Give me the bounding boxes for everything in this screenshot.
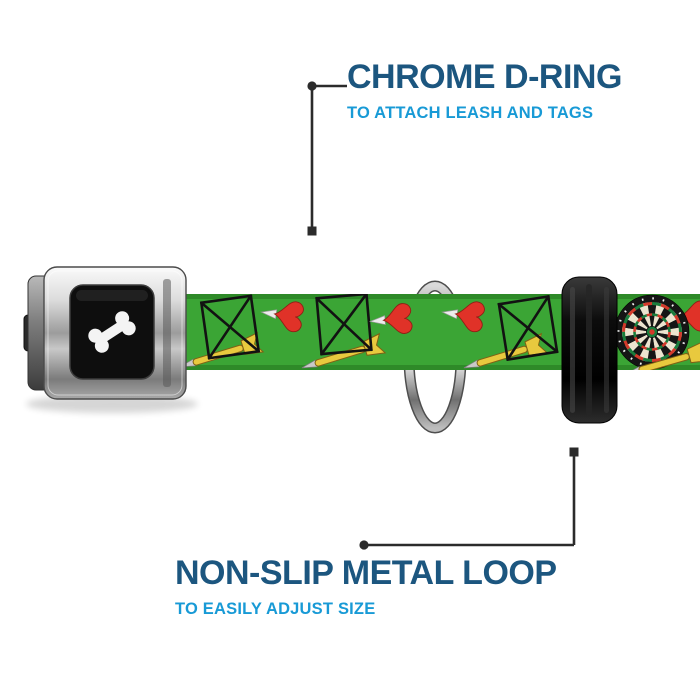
callout-title-loop: NON-SLIP METAL LOOP — [175, 554, 557, 592]
callout-title-dring: CHROME D-RING — [347, 58, 622, 96]
callout-subtitle-dring: TO ATTACH LEASH AND TAGS — [347, 103, 594, 122]
callout-chrome-dring: CHROME D-RING TO ATTACH LEASH AND TAGS — [347, 58, 622, 123]
dartboard-icon — [614, 294, 690, 370]
dog-bone-icon — [88, 311, 136, 353]
seatbelt-buckle — [23, 266, 187, 400]
collar-pattern — [176, 294, 700, 370]
callout-connector-dring — [307, 81, 347, 236]
callout-metal-loop: NON-SLIP METAL LOOP TO EASILY ADJUST SIZ… — [175, 554, 557, 619]
dartboard-wedges — [622, 302, 682, 362]
metal-loop-slider — [561, 276, 618, 424]
callout-subtitle-loop: TO EASILY ADJUST SIZE — [175, 599, 376, 618]
callout-connector-loop — [359, 447, 579, 550]
